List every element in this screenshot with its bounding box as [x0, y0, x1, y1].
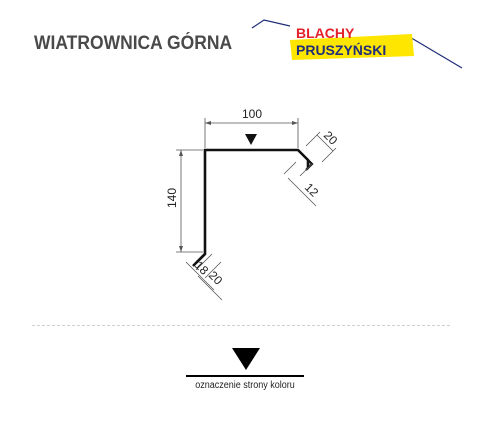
- logo-line1: BLACHY: [296, 25, 355, 41]
- dim-hem-right-ext-a: [305, 131, 321, 147]
- dim-hem-right-ext-c: [283, 161, 297, 175]
- dim-hem-bottom-line-b: [197, 275, 223, 301]
- logo-line2: PRUSZYŃSKI: [296, 42, 386, 58]
- dim-hem-bottom-ext-b: [204, 261, 222, 279]
- legend-triangle-icon: [232, 348, 260, 370]
- section-divider: [32, 325, 450, 326]
- dim-hem-right-label-b: 12: [302, 180, 322, 200]
- bottom-hem: [196, 253, 206, 263]
- dim-left-label: 140: [165, 188, 179, 208]
- dim-top-label: 100: [242, 107, 262, 121]
- right-hem: [297, 149, 314, 171]
- dim-top-arrow-left: [205, 121, 211, 125]
- dim-hem-right-line-a: [316, 134, 334, 152]
- logo-swoosh-left: [251, 19, 291, 29]
- legend-label: oznaczenie strony koloru: [195, 380, 295, 391]
- legend-line: [186, 375, 304, 377]
- dim-hem-right-ext-b: [321, 147, 337, 163]
- dim-top-arrow-right: [292, 121, 298, 125]
- color-side-marker: [245, 134, 257, 145]
- dim-hem-right-line-b: [287, 177, 317, 207]
- logo-swoosh-right: [407, 35, 463, 69]
- dim-left-arrow-top: [179, 150, 183, 156]
- dim-left-arrow-bottom: [179, 246, 183, 252]
- dim-hem-right-ext-d: [299, 163, 313, 177]
- page-title: WIATROWNICA GÓRNA: [34, 33, 233, 54]
- dim-hem-bottom-ext-a: [195, 253, 213, 271]
- brand-logo: BLACHY PRUSZYŃSKI: [250, 14, 464, 70]
- dim-hem-right-label-a: 20: [321, 128, 341, 148]
- dim-hem-bottom-line-a: [185, 261, 215, 291]
- logo-yellow-band: [290, 34, 414, 60]
